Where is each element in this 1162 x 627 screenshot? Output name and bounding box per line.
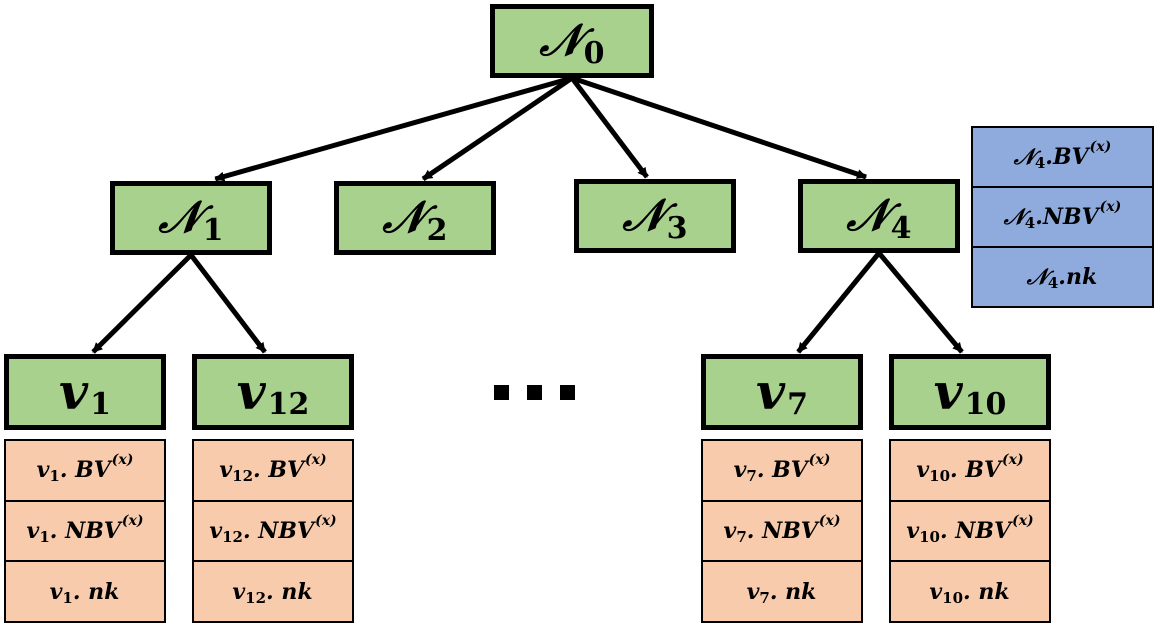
- node-n3-sub: 3: [666, 210, 688, 246]
- node-v1-sub: 1: [90, 386, 111, 422]
- ellipsis-dot: [527, 385, 542, 400]
- node-v7-symbol: 𝒗: [756, 362, 786, 421]
- edge-n1-v12: [189, 253, 267, 354]
- node-n4-symbol: 𝒩: [846, 190, 889, 241]
- node-v10-symbol: 𝒗: [933, 362, 963, 421]
- edge-n0-n2: [421, 75, 574, 182]
- node-n0-symbol: 𝒩: [539, 15, 582, 66]
- ellipsis-dot: [560, 385, 575, 400]
- node-v7-sub: 7: [787, 386, 808, 422]
- edge-n4-v10: [877, 251, 964, 354]
- node-n3-symbol: 𝒩: [622, 190, 665, 241]
- node-v10-sub: 10: [964, 386, 1007, 422]
- edge-n1-v1: [91, 253, 193, 354]
- edge-n4-v7: [796, 251, 881, 354]
- ellipsis-dot: [494, 385, 509, 400]
- node-v1-symbol: 𝒗: [59, 362, 89, 421]
- ellipsis-dots: [494, 385, 578, 402]
- node-v12-sub: 12: [267, 386, 310, 422]
- edge-n0-n3: [570, 76, 649, 179]
- node-n2-symbol: 𝒩: [382, 192, 425, 243]
- node-n1-sub: 1: [202, 212, 224, 248]
- node-v12-symbol: 𝒗: [236, 362, 266, 421]
- node-n0-sub: 0: [583, 35, 605, 71]
- edge-n0-n1: [214, 75, 573, 182]
- node-n4-sub: 4: [890, 210, 912, 246]
- node-n2-sub: 2: [426, 212, 448, 248]
- node-n1-symbol: 𝒩: [158, 192, 201, 243]
- edge-n0-n4: [571, 75, 867, 180]
